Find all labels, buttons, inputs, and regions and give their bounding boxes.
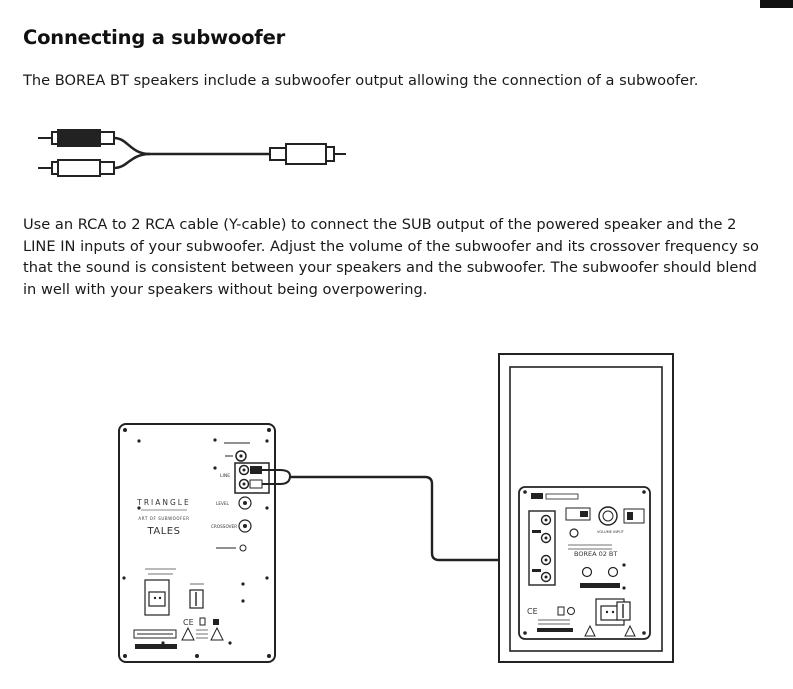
subwoofer-rear-panel: LINE LEVEL CROSSOVER TRIANGLE ART OF SUB… [118, 423, 276, 663]
sub-ce-mark: CE [183, 618, 194, 627]
sub-brand: TRIANGLE [136, 498, 190, 507]
sub-model: TALES [147, 526, 181, 537]
page-heading: Connecting a subwoofer [23, 26, 286, 49]
intro-paragraph: The BOREA BT speakers include a subwoofe… [23, 72, 699, 89]
page-corner-tab [760, 0, 793, 8]
y-cable-illustration [38, 129, 346, 177]
sub-line-label: LINE [220, 473, 230, 479]
level-label: LEVEL [216, 501, 229, 506]
connection-cable [262, 469, 529, 566]
speaker-ce-mark: CE [527, 607, 538, 616]
instructions-paragraph: Use an RCA to 2 RCA cable (Y-cable) to c… [23, 216, 759, 298]
speaker-model: BOREA 02 BT [574, 550, 617, 558]
speaker-rear-panel: VOLUME INPUT BOREA 02 BT CE [498, 353, 674, 663]
volume-label: VOLUME INPUT [597, 530, 625, 534]
crossover-label: CROSSOVER [211, 524, 237, 529]
sub-tagline: ART OF SUBWOOFER [138, 516, 189, 521]
